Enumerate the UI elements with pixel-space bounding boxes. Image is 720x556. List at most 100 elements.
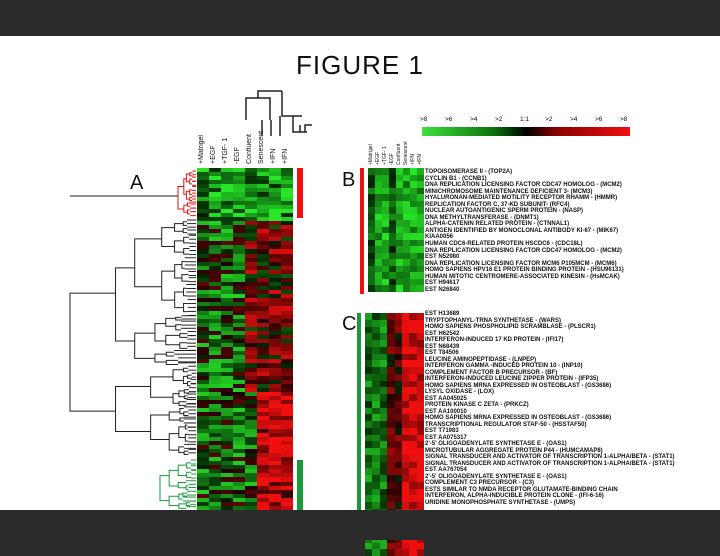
heatmap-cell <box>257 343 269 348</box>
heatmap-cell <box>245 196 257 201</box>
gene-label: 2'-5' OLIGOADENYLATE SYNTHETASE E - (OAS… <box>425 473 567 480</box>
heatmap-cell <box>394 340 402 347</box>
heatmap-cell <box>197 408 209 413</box>
heatmap-cell <box>233 489 245 494</box>
heatmap-cell <box>209 286 221 291</box>
heatmap-cell <box>269 286 281 291</box>
heatmap-cell <box>401 454 410 462</box>
heatmap-cell <box>197 497 209 502</box>
heatmap-cell <box>245 277 257 282</box>
heatmap-cell <box>281 481 293 486</box>
heatmap-cell <box>197 461 209 466</box>
heatmap-cell <box>387 333 395 340</box>
heatmap-cell <box>257 277 269 282</box>
heatmap-cell <box>245 375 257 380</box>
heatmap-cell <box>221 396 233 401</box>
heatmap-cell <box>269 465 281 470</box>
heatmap-cell <box>233 290 245 295</box>
heatmap-cell <box>416 319 424 327</box>
heatmap-cell <box>387 461 395 469</box>
heatmap-cell <box>396 233 403 240</box>
heatmap-cell <box>221 229 233 234</box>
heatmap-cell <box>197 306 209 311</box>
heatmap-cell <box>209 448 221 453</box>
heatmap-cell <box>257 188 269 193</box>
heatmap-cell <box>197 440 209 445</box>
heatmap-cell <box>409 326 417 334</box>
heatmap-cell <box>401 319 410 327</box>
heatmap-c <box>365 313 424 556</box>
heatmap-cell <box>245 180 257 185</box>
heatmap-cell <box>197 448 209 453</box>
heatmap-cell <box>401 488 410 496</box>
dendrogram-branch <box>174 291 184 309</box>
heatmap-cell <box>209 172 221 177</box>
heatmap-cell <box>281 383 293 388</box>
heatmap-cell <box>245 497 257 502</box>
heatmap-cell <box>221 261 233 266</box>
heatmap-cell <box>269 212 281 217</box>
condition-label: +TGF- 1 <box>222 137 229 164</box>
gene-label: 2'-5' OLIGOADENYLATE SYNTHETASE E - (OAS… <box>425 441 567 447</box>
heatmap-cell <box>281 444 293 449</box>
heatmap-cell <box>245 200 257 205</box>
heatmap-cell <box>401 313 410 320</box>
heatmap-cell <box>394 414 402 421</box>
scale-label: >2 <box>495 116 503 123</box>
heatmap-cell <box>257 245 269 250</box>
heatmap-cell <box>401 434 410 442</box>
heatmap-cell <box>221 314 233 319</box>
heatmap-cell <box>269 200 281 205</box>
heatmap-cell <box>382 181 389 188</box>
heatmap-cell <box>281 477 293 482</box>
heatmap-cell <box>257 253 269 258</box>
heatmap-cell <box>387 502 395 509</box>
dendrogram-branch <box>177 464 187 477</box>
heatmap-cell <box>233 286 245 291</box>
heatmap-cell <box>257 351 269 356</box>
heatmap-cell <box>394 326 402 334</box>
heatmap-cell <box>233 229 245 234</box>
heatmap-cell <box>416 394 424 401</box>
heatmap-cell <box>416 340 424 347</box>
heatmap-cell <box>416 387 424 394</box>
heatmap-cell <box>257 282 269 287</box>
heatmap-cell <box>257 489 269 494</box>
heatmap-cell <box>389 187 396 195</box>
heatmap-cell <box>197 400 209 405</box>
heatmap-cell <box>209 294 221 299</box>
heatmap-cell <box>209 253 221 258</box>
heatmap-cell <box>382 174 389 182</box>
heatmap-cell <box>257 375 269 380</box>
dendrogram-branch <box>165 359 178 366</box>
heatmap-cell <box>365 326 373 334</box>
heatmap-cell <box>379 495 388 502</box>
dendrogram-branch <box>174 223 184 232</box>
heatmap-cell <box>209 176 221 181</box>
heatmap-cell <box>409 319 417 327</box>
heatmap-cell <box>245 383 257 388</box>
gene-label: COMPLEMENT C3 PRECURSOR - (C3) <box>425 480 535 486</box>
heatmap-cell <box>281 261 293 266</box>
heatmap-cell <box>401 407 410 415</box>
gene-label: DNA REPLICATION LICENSING FACTOR MCM6 P1… <box>425 260 617 267</box>
dendrogram-branch <box>174 240 184 253</box>
heatmap-cell <box>209 269 221 274</box>
heatmap-cell <box>209 432 221 437</box>
heatmap-cell <box>387 340 395 347</box>
heatmap-cell <box>281 505 293 510</box>
heatmap-cell <box>416 441 424 448</box>
heatmap-cell <box>401 394 410 401</box>
dendrogram-branch <box>165 317 176 327</box>
heatmap-cell <box>269 473 281 478</box>
dendrogram-branch <box>168 433 179 451</box>
heatmap-cell <box>257 412 269 417</box>
heatmap-cell <box>245 273 257 278</box>
heatmap-cell <box>372 400 380 408</box>
heatmap-cell <box>372 427 380 435</box>
heatmap-cell <box>221 277 233 282</box>
dendrogram-branch <box>179 407 184 415</box>
gene-label: HYALURONAN-MEDIATED MOTILITY RECEPTOR RH… <box>425 195 618 202</box>
heatmap-cell <box>257 184 269 189</box>
heatmap-cell <box>382 239 389 247</box>
